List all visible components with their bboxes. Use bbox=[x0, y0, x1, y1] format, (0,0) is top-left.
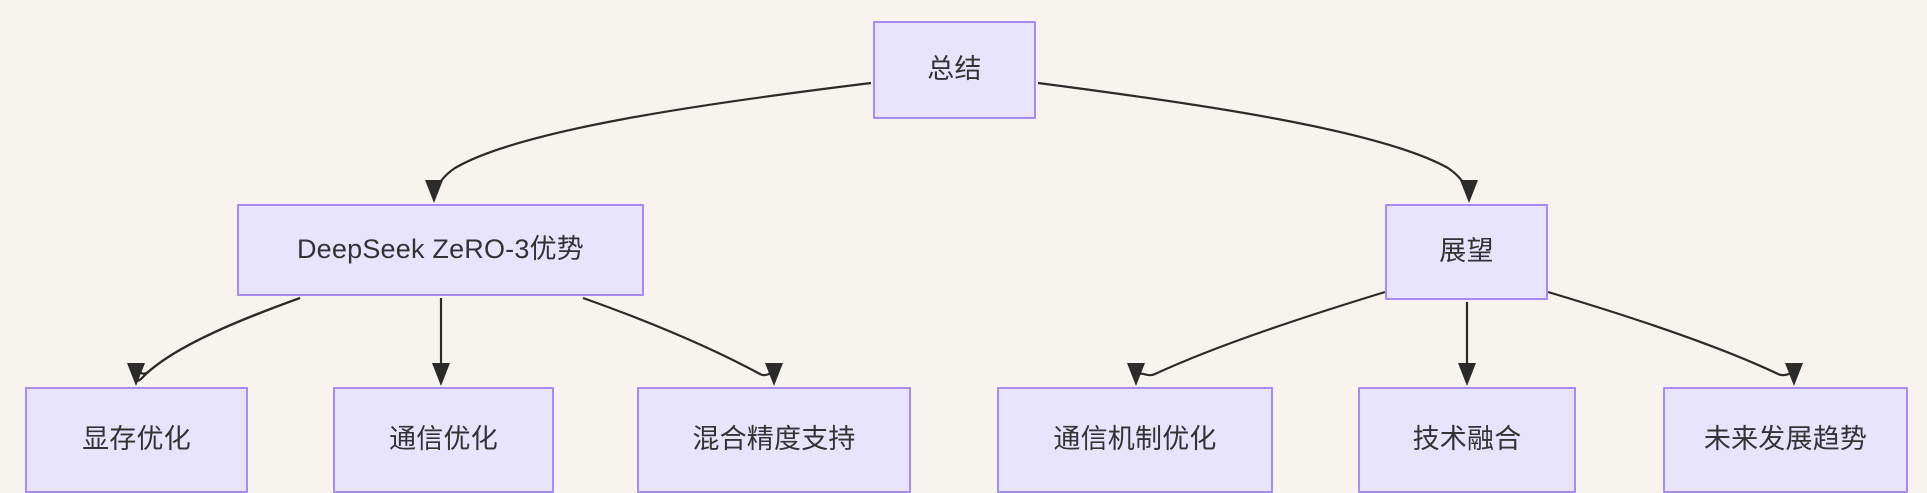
node-comm-opt-label: 通信优化 bbox=[389, 424, 498, 455]
node-tech-fusion[interactable]: 技术融合 bbox=[1358, 387, 1576, 493]
node-future-trends-label: 未来发展趋势 bbox=[1703, 424, 1868, 455]
arrow-head-icon bbox=[1127, 363, 1145, 386]
node-future-trends[interactable]: 未来发展趋势 bbox=[1663, 387, 1908, 493]
node-comm-opt[interactable]: 通信优化 bbox=[333, 387, 554, 493]
edge-root-to-deepseek-zero3 bbox=[425, 81, 872, 203]
arrow-head-icon bbox=[432, 363, 450, 386]
node-mixed-precision[interactable]: 混合精度支持 bbox=[637, 387, 911, 493]
node-deepseek-zero3[interactable]: DeepSeek ZeRO-3优势 bbox=[237, 204, 644, 296]
arrow-head-icon bbox=[127, 363, 145, 386]
edge-deepseek-zero3-to-vram-opt bbox=[127, 296, 301, 386]
edge-outlook-to-tech-fusion bbox=[1458, 302, 1476, 386]
edge-deepseek-zero3-to-mixed-precision bbox=[582, 296, 783, 386]
arrow-head-icon bbox=[425, 180, 443, 203]
node-mixed-precision-label: 混合精度支持 bbox=[692, 424, 856, 455]
node-vram-opt-label: 显存优化 bbox=[82, 424, 191, 455]
node-tech-fusion-label: 技术融合 bbox=[1412, 424, 1522, 455]
node-comm-mechanism-opt[interactable]: 通信机制优化 bbox=[997, 387, 1273, 493]
node-root[interactable]: 总结 bbox=[873, 21, 1036, 119]
node-deepseek-zero3-label: DeepSeek ZeRO-3优势 bbox=[296, 234, 584, 265]
node-outlook[interactable]: 展望 bbox=[1385, 204, 1548, 300]
arrow-head-icon bbox=[1458, 363, 1476, 386]
edge-outlook-to-comm-mechanism-opt bbox=[1127, 290, 1386, 386]
edge-root-to-outlook bbox=[1037, 81, 1478, 203]
edge-deepseek-zero3-to-comm-opt bbox=[432, 298, 450, 386]
node-vram-opt[interactable]: 显存优化 bbox=[25, 387, 248, 493]
node-outlook-label: 展望 bbox=[1439, 236, 1494, 267]
node-root-label: 总结 bbox=[927, 54, 982, 85]
edge-outlook-to-future-trends bbox=[1547, 290, 1803, 386]
arrow-head-icon bbox=[1460, 180, 1478, 203]
arrow-head-icon bbox=[765, 363, 783, 386]
arrow-head-icon bbox=[1785, 363, 1803, 386]
node-comm-mechanism-opt-label: 通信机制优化 bbox=[1053, 424, 1217, 455]
